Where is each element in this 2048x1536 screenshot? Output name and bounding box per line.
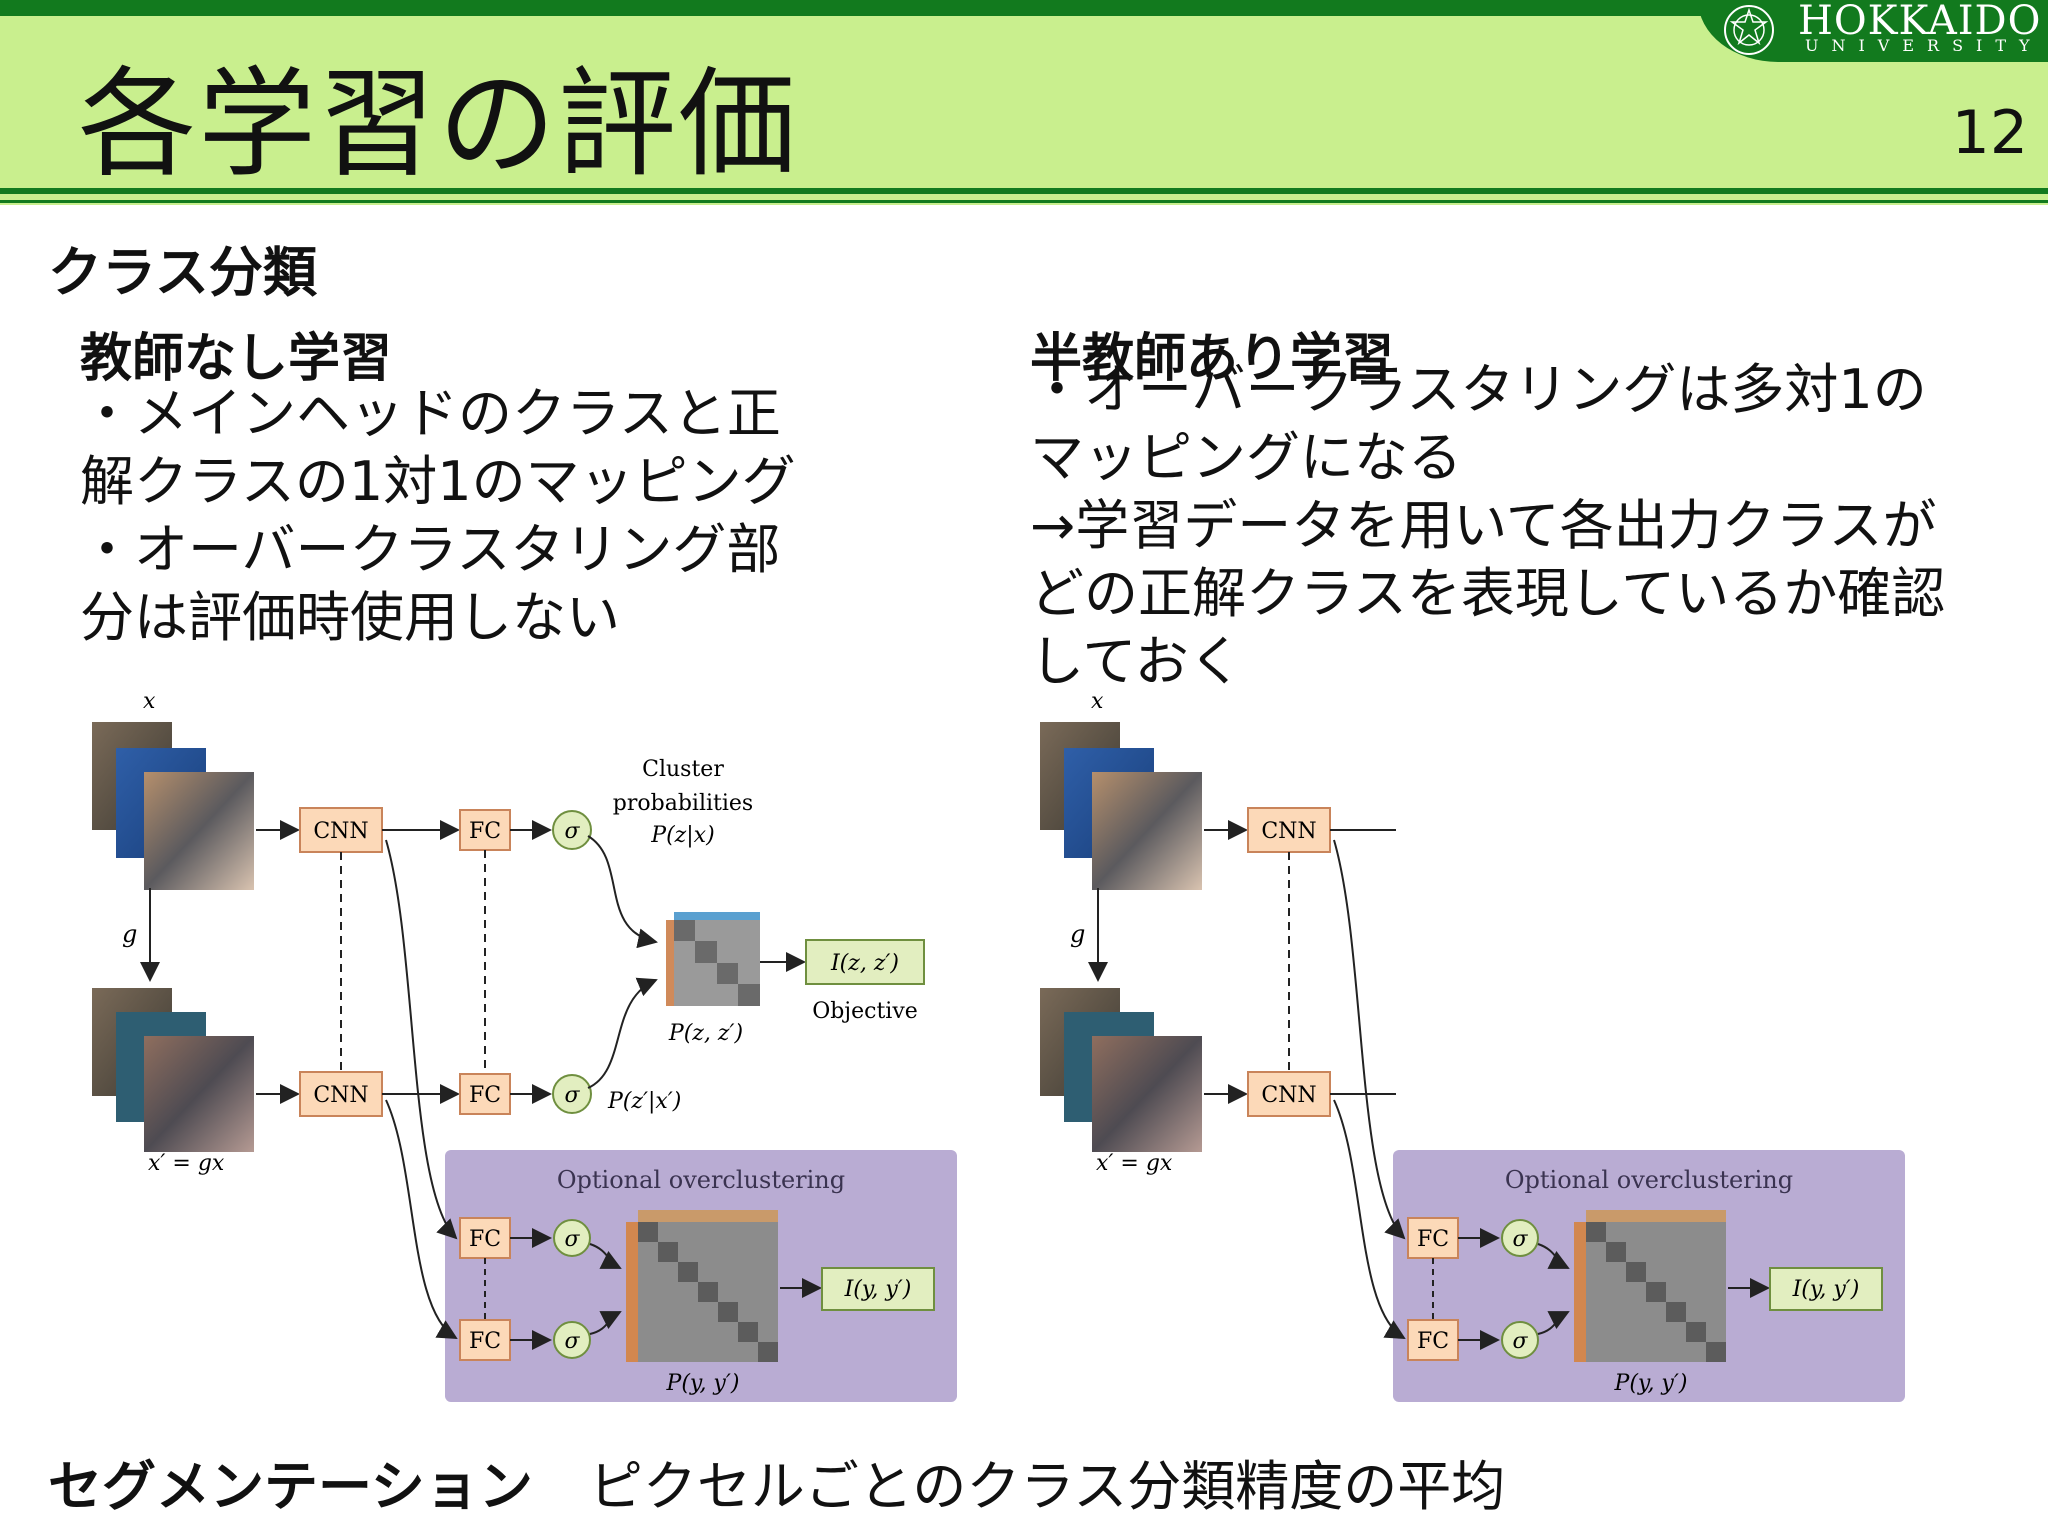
segmentation-label: セグメンテーション xyxy=(48,1455,533,1518)
iyy-label: I(y, y′) xyxy=(844,1277,912,1302)
pyy-label: P(y, y′) xyxy=(666,1371,740,1396)
fc-label-over-bottom: FC xyxy=(469,1329,501,1354)
objective-box xyxy=(805,939,925,985)
sigma-label-over-bottom: σ xyxy=(564,1329,580,1354)
input-image-cat xyxy=(1092,772,1202,890)
left-line-3: ・オーバークラスタリング部 xyxy=(80,518,781,581)
sigma-label-top: σ xyxy=(564,819,580,844)
fc-label-over-bottom: FC xyxy=(1417,1329,1449,1354)
fc-label-over-top: FC xyxy=(469,1227,501,1252)
overclustering-title: Optional overclustering xyxy=(557,1166,845,1194)
header-rule-thin xyxy=(0,200,2048,203)
logo-name: HOKKAIDO xyxy=(1798,0,2042,44)
iic-diagram-full: x g x′ = gx CNN FC σ Cluster probabiliti… xyxy=(92,690,957,1402)
cnn-label-bottom: CNN xyxy=(313,1083,368,1108)
sigma-over-top xyxy=(553,1219,591,1257)
sigma-over-top xyxy=(1501,1219,1539,1257)
xprime-label: x′ = gx xyxy=(1096,1151,1173,1176)
right-line-4: どの正解クラスを表現しているか確認 xyxy=(1030,562,1946,625)
cnn-label-bottom: CNN xyxy=(1261,1083,1316,1108)
left-line-2: 解クラスの1対1のマッピング xyxy=(80,450,796,513)
izz-label: I(z, z′) xyxy=(830,951,899,976)
aug-image-cat xyxy=(144,1036,254,1152)
left-heading: 教師なし学習 xyxy=(80,329,393,389)
fc-box-over-top xyxy=(1407,1217,1459,1259)
right-heading: 半教師あり学習 xyxy=(1030,329,1395,389)
slide-header xyxy=(0,0,2048,205)
sigma-label-over-top: σ xyxy=(1512,1227,1528,1252)
overclustering-title: Optional overclustering xyxy=(1505,1166,1793,1194)
left-line-4: 分は評価時使用しない xyxy=(80,586,620,649)
x-label: x xyxy=(143,690,156,714)
left-line-1: ・メインヘッドのクラスと正 xyxy=(80,382,781,445)
right-line-2: マッピングになる xyxy=(1030,426,1462,489)
fc-box-top xyxy=(459,809,511,851)
cnn-label-top: CNN xyxy=(1261,819,1316,844)
logo-subtitle: UNIVERSITY xyxy=(1805,36,2043,55)
fc-box-over-bottom xyxy=(1407,1319,1459,1361)
right-body: ・オーバークラスタリングは多対1の マッピングになる →学習データを用いて各出力… xyxy=(1030,356,1945,696)
iyy-box xyxy=(1769,1267,1883,1311)
page-number: 12 xyxy=(1951,98,2028,168)
university-emblem-icon xyxy=(1724,5,1774,55)
cluster-label-1: Cluster xyxy=(642,757,724,782)
fc-box-over-bottom xyxy=(459,1319,511,1361)
sigma-over-bottom xyxy=(1501,1321,1539,1359)
sigma-label-bottom: σ xyxy=(564,1083,580,1108)
fc-label-bottom: FC xyxy=(469,1083,501,1108)
joint-matrix-pyy xyxy=(1574,1210,1726,1362)
left-body: ・メインヘッドのクラスと正 解クラスの1対1のマッピング ・オーバークラスタリン… xyxy=(80,380,796,652)
x-label: x xyxy=(1091,690,1104,714)
right-line-3: →学習データを用いて各出力クラスが xyxy=(1030,494,1937,557)
pzz-label: P(z, z′) xyxy=(668,1021,743,1046)
cnn-box-top xyxy=(299,807,383,853)
cnn-label-top: CNN xyxy=(313,819,368,844)
g-label: g xyxy=(1070,920,1085,948)
joint-matrix-pyy xyxy=(626,1210,778,1362)
sigma-over-bottom xyxy=(553,1321,591,1359)
right-line-5: しておく xyxy=(1030,630,1243,693)
aug-image-cat xyxy=(1092,1036,1202,1152)
objective-label: Objective xyxy=(812,999,918,1024)
iic-diagram-overclustering: x g x′ = gx CNN CNN Optional overcluster… xyxy=(1040,690,1905,1402)
pyy-label: P(y, y′) xyxy=(1614,1371,1688,1396)
sigma-node-top xyxy=(552,810,592,850)
sigma-label-over-bottom: σ xyxy=(1512,1329,1528,1354)
sigma-node-bottom xyxy=(552,1074,592,1114)
cnn-box-top xyxy=(1247,807,1331,853)
joint-matrix-pzz xyxy=(666,912,760,1006)
fc-label-top: FC xyxy=(469,819,501,844)
iyy-label: I(y, y′) xyxy=(1792,1277,1860,1302)
sigma-label-over-top: σ xyxy=(564,1227,580,1252)
right-line-1: ・オーバークラスタリングは多対1の xyxy=(1030,358,1927,421)
xprime-label: x′ = gx xyxy=(148,1151,225,1176)
section-title: クラス分類 xyxy=(48,241,317,304)
segmentation-line: セグメンテーションピクセルごとのクラス分類精度の平均 xyxy=(48,1442,1505,1521)
g-label: g xyxy=(122,920,137,948)
pzx-label: P(z′|x′) xyxy=(607,1089,681,1114)
cluster-label-2: probabilities xyxy=(613,791,753,816)
logo-tab xyxy=(1698,0,2048,62)
iyy-box xyxy=(821,1267,935,1311)
segmentation-description: ピクセルごとのクラス分類精度の平均 xyxy=(588,1455,1506,1518)
slide-title: 各学習の評価 xyxy=(78,55,799,193)
fc-label-over-top: FC xyxy=(1417,1227,1449,1252)
fc-box-bottom xyxy=(459,1073,511,1115)
input-image-cat xyxy=(144,772,254,890)
header-rule xyxy=(0,188,2048,194)
cnn-box-bottom xyxy=(299,1071,383,1117)
cluster-label-3: P(z|x) xyxy=(650,823,714,848)
